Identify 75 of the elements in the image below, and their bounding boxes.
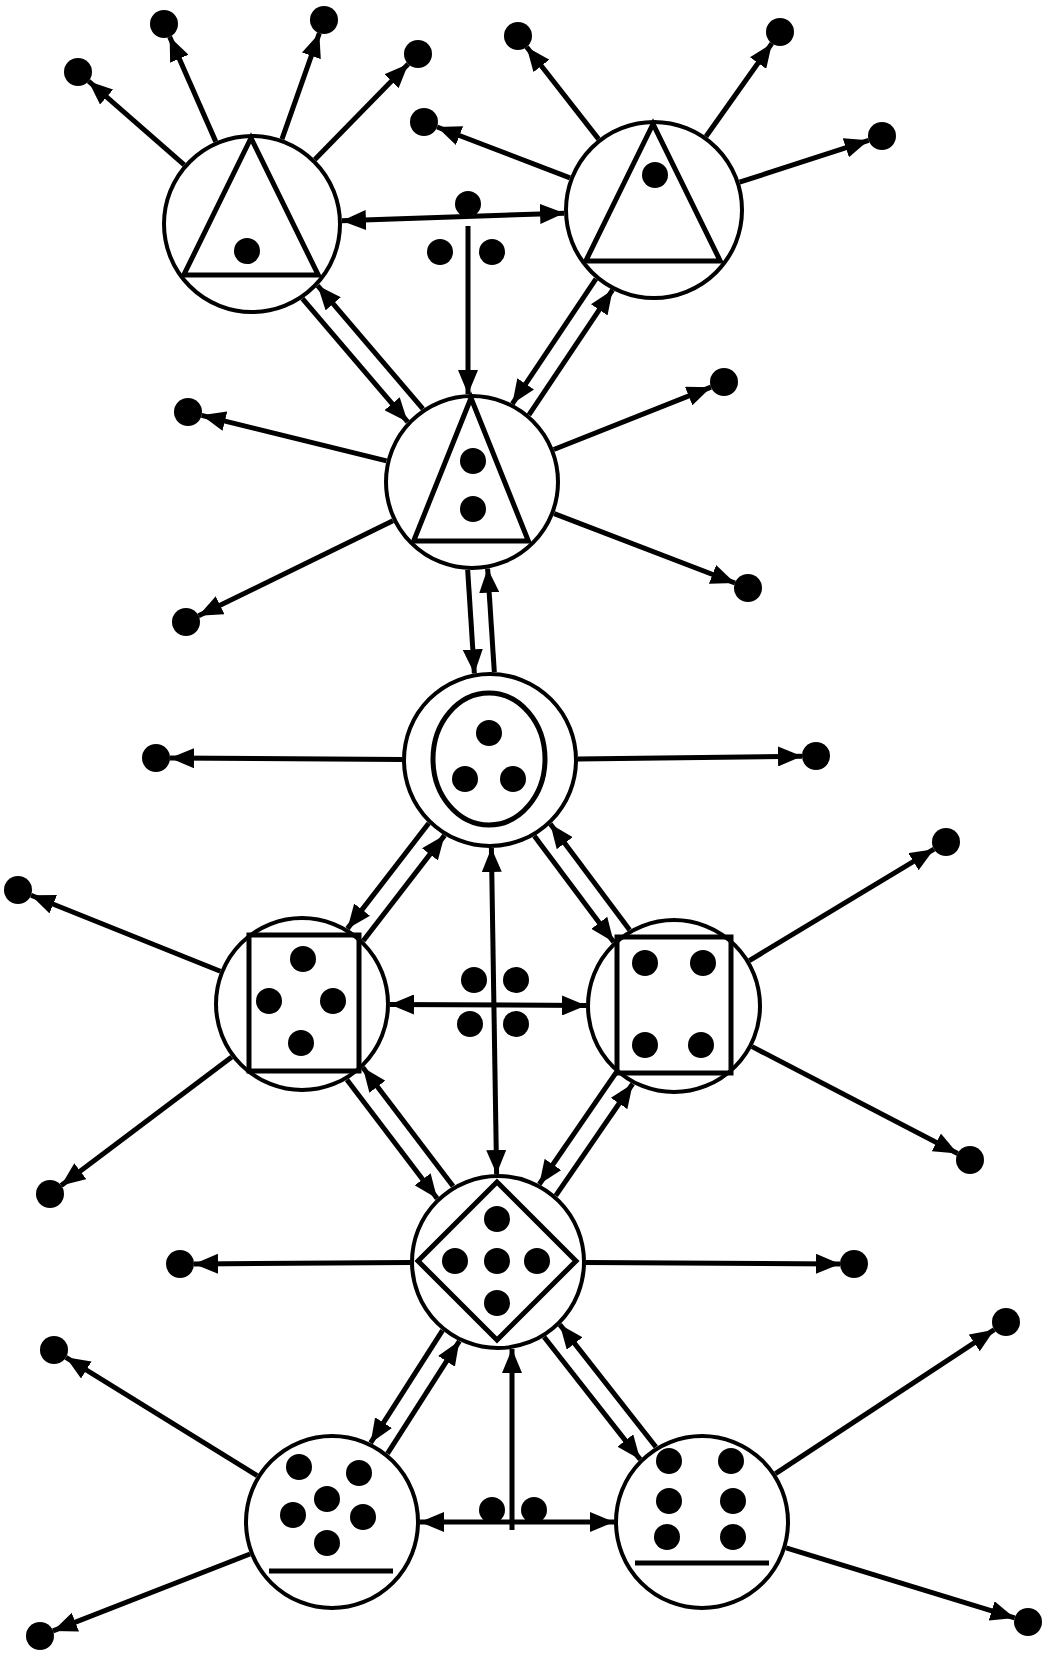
arrow [458, 226, 478, 395]
arrow [481, 847, 507, 1175]
arrow [750, 1044, 959, 1156]
dot-node [410, 108, 438, 136]
arrow [368, 1328, 445, 1445]
arrow [462, 569, 483, 674]
dot-node [404, 40, 432, 68]
arrow [524, 45, 601, 141]
arrow [552, 384, 712, 452]
dot-node [36, 1180, 64, 1208]
dot-node [4, 876, 32, 904]
arrow [553, 511, 736, 586]
arrow [300, 296, 410, 424]
arrow [532, 834, 616, 944]
arrow [774, 1327, 996, 1476]
arrow [537, 1070, 619, 1186]
arrow [703, 42, 774, 138]
arrow [361, 833, 447, 943]
arrow [315, 283, 425, 411]
arrow [170, 748, 402, 769]
arrow [52, 1551, 251, 1634]
circle-node [162, 134, 342, 314]
arrow [30, 892, 222, 974]
dot-node [868, 122, 896, 150]
dot-node [766, 18, 794, 46]
arrow [526, 288, 615, 417]
arrow [167, 35, 219, 143]
arrow [59, 1055, 234, 1188]
dot-node [956, 1146, 984, 1174]
dot-node [802, 742, 830, 770]
arrow [436, 124, 571, 181]
arrow [748, 847, 936, 963]
circle-node [586, 918, 762, 1094]
arrow [542, 1335, 643, 1461]
arrow [345, 821, 431, 931]
dot-node [734, 574, 762, 602]
arrow [385, 1339, 462, 1456]
arrow [479, 568, 500, 673]
arrow [64, 1355, 259, 1478]
arrow [577, 746, 803, 767]
dot-node [174, 398, 202, 426]
dot-node [166, 1250, 194, 1278]
arrow [548, 822, 632, 932]
arrow [785, 1545, 1016, 1621]
arrow [201, 411, 388, 464]
arrow [197, 518, 395, 619]
arrow [86, 79, 186, 167]
arrow [557, 1323, 658, 1449]
dot-node [504, 22, 532, 50]
dot-node [172, 608, 200, 636]
arrow [344, 1078, 440, 1200]
arrow [360, 1066, 456, 1188]
dot-node [40, 1336, 68, 1364]
dot-node [932, 828, 960, 856]
arrow [194, 1253, 410, 1274]
arrow [553, 1082, 635, 1198]
arrow [390, 994, 586, 1016]
dot-node [26, 1622, 54, 1650]
dot-node [992, 1308, 1020, 1336]
arrow [341, 203, 565, 231]
arrow [586, 1253, 840, 1274]
arrow [279, 32, 322, 140]
dot-node [710, 368, 738, 396]
circle-node [214, 916, 390, 1092]
arrow [313, 62, 410, 162]
arrow [502, 1348, 522, 1530]
arrow [510, 277, 599, 406]
arrow [738, 137, 870, 185]
dot-node [150, 10, 178, 38]
dot-node [310, 6, 338, 34]
dot-node [1014, 1608, 1042, 1636]
arrow [420, 1512, 614, 1532]
dot-node [142, 744, 170, 772]
dot-node [64, 58, 92, 86]
dot-node [840, 1250, 868, 1278]
